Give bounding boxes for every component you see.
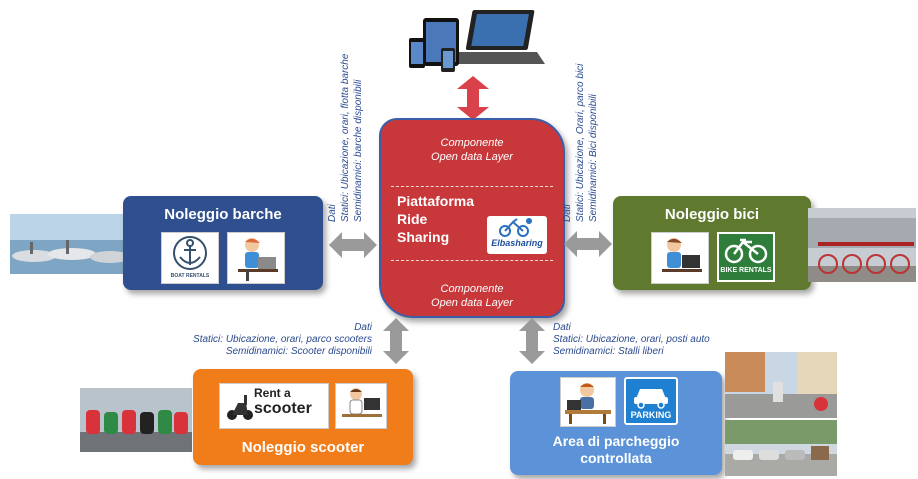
scooter-note-line2: Statici: Ubicazione, orari, parco scoote… [193,334,372,345]
desk-worker-image [227,232,285,284]
red-double-arrow [457,76,489,120]
scooter-rental-box: Rent a scooter Noleggio scooter [193,369,413,465]
parking-note-line2: Statici: Ubicazione, orari, posti auto [553,334,710,345]
anchor-icon [173,236,207,270]
top-component-line1: Componente [440,137,504,149]
boat-rentals-text: BOAT RENTALS [170,273,210,279]
top-component-line2: Open data Layer [431,151,513,163]
desk-worker-image [560,377,616,427]
cyclist-icon [499,218,532,237]
platform-line2: Ride [397,211,428,227]
scooter-title: Noleggio scooter [241,439,365,456]
divider [391,260,553,261]
rent-a-text: Rent a [254,386,291,400]
rent-a-scooter-logo: Rent a scooter [219,383,329,429]
bike-rentals-text: BIKE RENTALS [720,267,772,274]
scooter-icon [227,395,253,420]
gray-arrow-right [564,231,612,257]
bikes-title: Noleggio bici [664,206,760,223]
gray-arrow-left [329,232,377,258]
boats-note-line3: Semidinamici: barche disponibili [353,79,364,222]
boats-note-line1: Dati [327,204,338,222]
boats-photo [10,214,130,274]
divider [391,186,553,187]
gray-arrow-down-right [519,318,545,364]
gray-arrow-down-left [383,318,409,364]
parking-photo-top [725,352,837,418]
boats-title: Noleggio barche [164,206,282,223]
bottom-component-line2: Open data Layer [431,297,513,309]
parking-sign: PARKING [624,377,678,425]
scooters-photo [80,388,192,452]
bottom-component-line1: Componente [440,283,504,295]
devices-icon [409,10,545,72]
bikes-note-line1: Dati [562,204,573,222]
desk-worker-image [651,232,709,284]
bike-rentals-logo: BIKE RENTALS [717,232,775,282]
elbasharing-logo-text: Elbasharing [491,238,543,248]
desk-worker-image [335,383,387,429]
bikes-note-line2: Statici: Ubicazione, Orari, parco bici [575,63,586,222]
parking-sign-text: PARKING [630,410,672,420]
boat-rentals-logo: BOAT RENTALS [161,232,219,284]
platform-line1: Piattaforma [397,193,475,209]
elbasharing-logo: Elbasharing [487,216,547,254]
scooter-note-line3: Semidinamici: Scooter disponibili [225,346,372,357]
scooter-note-line1: Dati [354,322,372,333]
car-icon [634,389,668,409]
scooter-logo-text: scooter [254,400,312,417]
parking-note-line1: Dati [553,322,571,333]
boats-note-line2: Statici: Ubicazione, orari, flotta barch… [340,53,351,222]
parking-title-line1: Area di parcheggio [552,433,680,449]
bikes-note-line3: Semidinamici: Bici disponibili [588,94,599,222]
parking-photo-bottom [725,420,837,476]
bikes-photo [808,208,916,282]
ride-sharing-platform: Componente Open data Layer Piattaforma R… [379,118,565,318]
bikes-rental-box: Noleggio bici BIKE RENTALS [613,196,811,290]
parking-note-line3: Semidinamici: Stalli liberi [553,346,664,357]
parking-area-box: PARKING Area di parcheggio controllata [510,371,722,475]
bicycle-icon [724,238,768,264]
platform-line3: Sharing [397,229,450,245]
boats-rental-box: Noleggio barche BOAT RENTALS [123,196,323,290]
parking-title-line2: controllata [580,450,652,466]
